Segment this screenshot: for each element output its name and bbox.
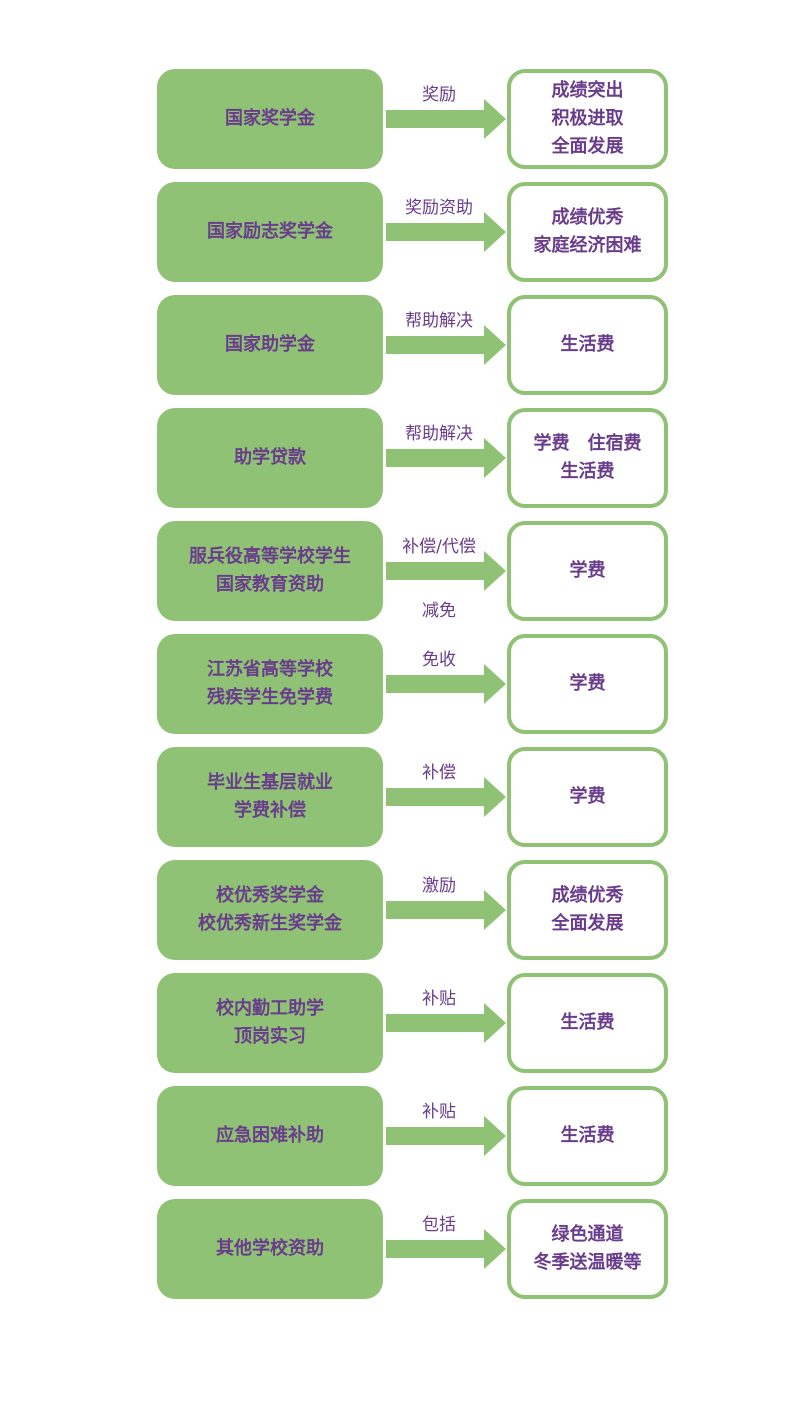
target-box: 成绩突出积极进取全面发展 [507,69,668,169]
target-box: 学费 [507,747,668,847]
box-text-line: 生活费 [560,1125,615,1146]
box-text-line: 学费 [569,673,606,694]
box-text-line: 生活费 [560,334,615,355]
relation-label: 补贴 [422,989,456,1009]
box-text-line: 校优秀奖学金 [216,885,324,906]
arrow-right-icon [386,212,506,252]
flow-row: 助学贷款 帮助解决 学费 住宿费生活费 [0,408,799,508]
relation-label: 补偿/代偿 [402,537,476,557]
box-text-line: 国家励志奖学金 [207,221,333,242]
flow-row: 国家奖学金 奖励 成绩突出积极进取全面发展 [0,69,799,169]
box-text-line: 学费 住宿费 [533,433,642,454]
relation-label: 补贴 [422,1102,456,1122]
flow-row: 毕业生基层就业学费补偿 补偿学费 [0,747,799,847]
box-text-line: 国家奖学金 [225,108,315,129]
box-text-line: 学费 [569,786,606,807]
target-box: 生活费 [507,973,668,1073]
program-box: 江苏省高等学校残疾学生免学费 [157,634,383,734]
box-text-line: 成绩优秀 [551,207,624,228]
box-text-line: 学费补偿 [234,800,306,821]
target-box: 学费 [507,634,668,734]
box-text-line: 全面发展 [551,913,624,934]
flow-row: 校内勤工助学顶岗实习 补贴生活费 [0,973,799,1073]
box-text-line: 生活费 [560,461,615,482]
relation-label: 帮助解决 [405,311,473,331]
flow-row: 国家助学金 帮助解决生活费 [0,295,799,395]
relation-label: 奖励资助 [405,198,473,218]
arrow-right-icon [386,664,506,704]
box-text-line: 服兵役高等学校学生 [189,546,351,567]
arrow-right-icon [386,890,506,930]
box-text-line: 全面发展 [551,136,624,157]
relation-label: 包括 [422,1215,456,1235]
flow-row: 服兵役高等学校学生国家教育资助补偿/代偿减免学费 [0,521,799,621]
box-text-line: 积极进取 [551,108,624,129]
box-text-line: 家庭经济困难 [533,235,642,256]
box-text-line: 国家助学金 [225,334,315,355]
arrow-right-icon [386,99,506,139]
target-box: 学费 [507,521,668,621]
flow-row: 国家励志奖学金 奖励资助 成绩优秀家庭经济困难 [0,182,799,282]
box-text-line: 助学贷款 [234,447,306,468]
relation-label: 免收 [422,650,456,670]
relation-label: 补偿 [422,763,456,783]
box-text-line: 冬季送温暖等 [533,1252,642,1273]
flow-row: 校优秀奖学金校优秀新生奖学金 激励 成绩优秀全面发展 [0,860,799,960]
box-text-line: 生活费 [560,1012,615,1033]
program-box: 国家助学金 [157,295,383,395]
box-text-line: 成绩突出 [551,80,624,101]
arrow-right-icon [386,777,506,817]
target-box: 成绩优秀全面发展 [507,860,668,960]
arrow-right-icon [386,325,506,365]
target-box: 生活费 [507,1086,668,1186]
program-box: 校优秀奖学金校优秀新生奖学金 [157,860,383,960]
program-box: 国家奖学金 [157,69,383,169]
target-box: 成绩优秀家庭经济困难 [507,182,668,282]
program-box: 毕业生基层就业学费补偿 [157,747,383,847]
target-box: 绿色通道冬季送温暖等 [507,1199,668,1299]
program-box: 应急困难补助 [157,1086,383,1186]
target-box: 学费 住宿费生活费 [507,408,668,508]
relation-label: 激励 [422,876,456,896]
flow-row: 江苏省高等学校残疾学生免学费 免收学费 [0,634,799,734]
box-text-line: 其他学校资助 [216,1238,324,1259]
target-box: 生活费 [507,295,668,395]
flow-row: 其他学校资助 包括 绿色通道冬季送温暖等 [0,1199,799,1299]
box-text-line: 残疾学生免学费 [207,687,333,708]
program-box: 助学贷款 [157,408,383,508]
box-text-line: 毕业生基层就业 [207,772,333,793]
box-text-line: 应急困难补助 [216,1125,324,1146]
relation-label: 帮助解决 [405,424,473,444]
box-text-line: 顶岗实习 [234,1026,306,1047]
box-text-line: 国家教育资助 [216,574,324,595]
program-box: 国家励志奖学金 [157,182,383,282]
relation-extra-label: 减免 [422,601,456,621]
box-text-line: 江苏省高等学校 [207,659,333,680]
arrow-right-icon [386,438,506,478]
box-text-line: 学费 [569,560,606,581]
box-text-line: 绿色通道 [551,1224,624,1245]
flow-row: 应急困难补助 补贴生活费 [0,1086,799,1186]
box-text-line: 校优秀新生奖学金 [198,913,342,934]
arrow-right-icon [386,551,506,591]
arrow-right-icon [386,1229,506,1269]
program-box: 其他学校资助 [157,1199,383,1299]
arrow-right-icon [386,1003,506,1043]
box-text-line: 成绩优秀 [551,885,624,906]
program-box: 校内勤工助学顶岗实习 [157,973,383,1073]
relation-label: 奖励 [422,85,456,105]
program-box: 服兵役高等学校学生国家教育资助 [157,521,383,621]
arrow-right-icon [386,1116,506,1156]
box-text-line: 校内勤工助学 [216,998,324,1019]
